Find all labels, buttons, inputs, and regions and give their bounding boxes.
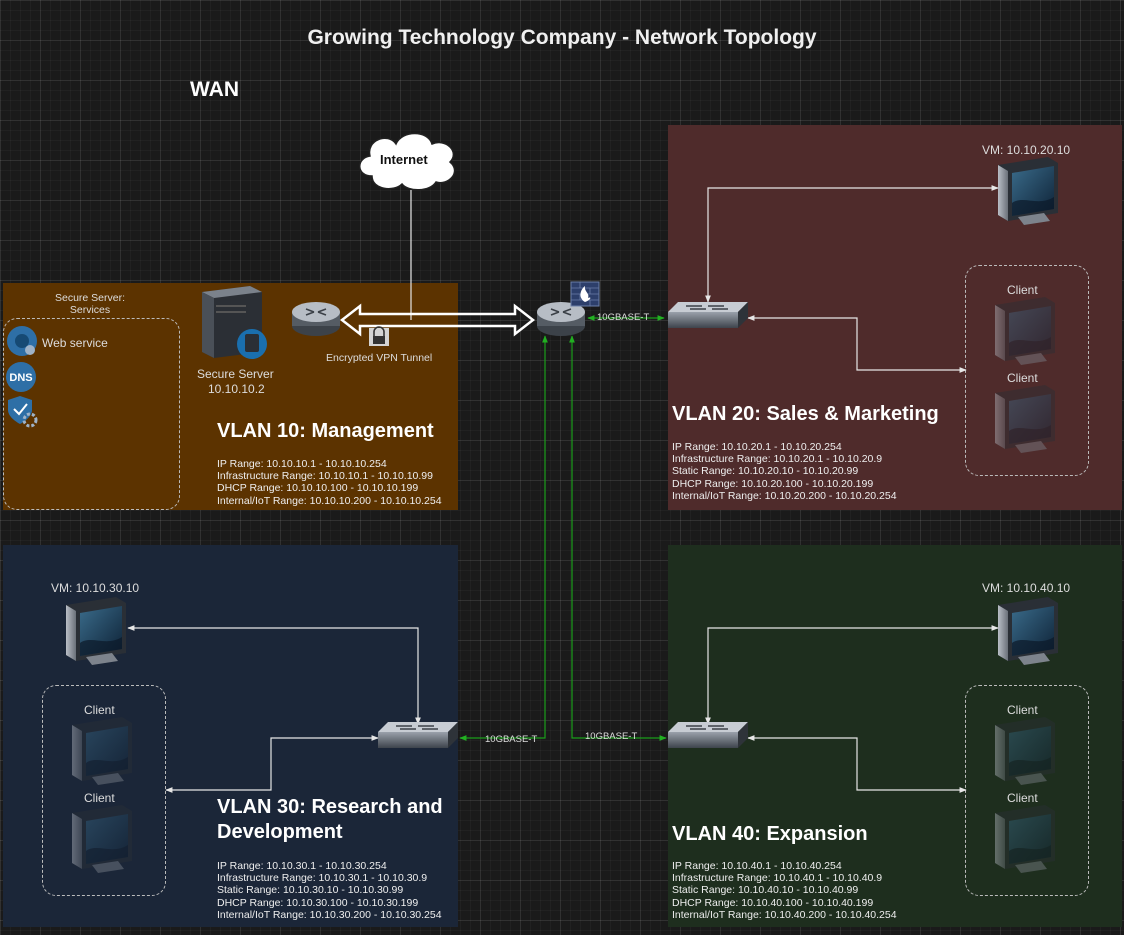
vlan20-iot-range: Internal/IoT Range: 10.10.20.200 - 10.10…: [672, 489, 897, 502]
services-title-line2: Services: [69, 304, 111, 316]
vlan20-ip-range: IP Range: 10.10.20.1 - 10.10.20.254: [672, 441, 842, 453]
vlan10-title: VLAN 10: Management: [217, 420, 434, 442]
vlan40-dhcp-range: DHCP Range: 10.10.40.100 - 10.10.40.199: [672, 896, 874, 909]
vlan40-ip-range: IP Range: 10.10.40.1 - 10.10.40.254: [672, 860, 842, 872]
vlan30-client-label: Client: [84, 791, 115, 805]
secure-server-ip: 10.10.10.2: [208, 382, 265, 396]
security-settings-icon: [8, 396, 38, 428]
link-speed-label: 10GBASE-T: [597, 312, 650, 323]
secure-server-name: Secure Server: [197, 367, 274, 381]
vlan10-ip-range: IP Range: 10.10.10.1 - 10.10.10.254: [217, 458, 387, 470]
vlan40-infra-range: Infrastructure Range: 10.10.40.1 - 10.10…: [672, 872, 883, 885]
vlan30-ip-range: IP Range: 10.10.30.1 - 10.10.30.254: [217, 860, 387, 872]
svg-text:DNS: DNS: [9, 372, 32, 384]
vlan40-client2-monitor-icon: [995, 805, 1055, 873]
vlan20-vm-monitor-icon: [998, 157, 1058, 225]
vlan20-client2-monitor-icon: [995, 385, 1055, 453]
vlan30-client-label: Client: [84, 703, 115, 717]
vlan10-info: IP Range: 10.10.10.1 - 10.10.10.254 Infr…: [217, 458, 442, 507]
vlan20-title: VLAN 20: Sales & Marketing: [672, 403, 939, 425]
services-group-title: Secure Server: Services: [40, 292, 140, 316]
vpn-label: Encrypted VPN Tunnel: [326, 352, 433, 364]
vlan40-client-label: Client: [1007, 791, 1038, 805]
vlan40-info: IP Range: 10.10.40.1 - 10.10.40.254 Infr…: [672, 860, 897, 921]
edge-router-icon: [291, 301, 341, 337]
vlan40-static-range: Static Range: 10.10.40.10 - 10.10.40.99: [672, 884, 859, 897]
vlan20-client-label: Client: [1007, 371, 1038, 385]
vlan30-title-line2: Development: [217, 821, 343, 843]
web-service-icon: [7, 326, 37, 356]
vlan30-infra-range: Infrastructure Range: 10.10.30.1 - 10.10…: [217, 872, 428, 885]
vlan20-dhcp-range: DHCP Range: 10.10.20.100 - 10.10.20.199: [672, 477, 874, 490]
link-speed-label: 10GBASE-T: [485, 734, 538, 745]
vlan30-client1-monitor-icon: [72, 717, 132, 785]
vlan30-iot-range: Internal/IoT Range: 10.10.30.200 - 10.10…: [217, 908, 442, 921]
internet-cloud-icon: [359, 132, 456, 191]
web-service-label: Web service: [42, 336, 108, 350]
lock-icon: [369, 326, 389, 346]
vlan40-title: VLAN 40: Expansion: [672, 823, 868, 845]
vlan20-vm-label: VM: 10.10.20.10: [982, 143, 1071, 157]
vlan20-client-label: Client: [1007, 283, 1038, 297]
vlan30-dhcp-range: DHCP Range: 10.10.30.100 - 10.10.30.199: [217, 896, 419, 909]
vlan30-vm-label: VM: 10.10.30.10: [51, 581, 140, 595]
vlan30-info: IP Range: 10.10.30.1 - 10.10.30.254 Infr…: [217, 860, 442, 921]
core-router-icon: [536, 301, 586, 337]
vlan20-infra-range: Infrastructure Range: 10.10.20.1 - 10.10…: [672, 453, 883, 466]
vlan30-title-line1: VLAN 30: Research and: [217, 796, 443, 818]
vlan40-client1-monitor-icon: [995, 717, 1055, 785]
vlan10-infra-range: Infrastructure Range: 10.10.10.1 - 10.10…: [217, 470, 433, 483]
vlan10-dhcp-range: DHCP Range: 10.10.10.100 - 10.10.10.199: [217, 482, 419, 495]
diagram-title: Growing Technology Company - Network Top…: [307, 26, 817, 49]
vlan30-client2-monitor-icon: [72, 805, 132, 873]
services-title-line1: Secure Server:: [54, 292, 126, 304]
vlan40-client-label: Client: [1007, 703, 1038, 717]
internet-label: Internet: [380, 152, 428, 167]
vlan20-switch-icon: [667, 301, 749, 329]
vlan30-static-range: Static Range: 10.10.30.10 - 10.10.30.99: [217, 884, 404, 897]
vlan30-switch-icon: [377, 721, 459, 749]
vlan30-title: VLAN 30: Research and Development: [217, 795, 443, 845]
vlan40-iot-range: Internal/IoT Range: 10.10.40.200 - 10.10…: [672, 908, 897, 921]
vlan10-iot-range: Internal/IoT Range: 10.10.10.200 - 10.10…: [217, 494, 442, 507]
firewall-icon: [570, 281, 600, 307]
services-group: [3, 318, 180, 510]
vlan40-vm-monitor-icon: [998, 597, 1058, 665]
secure-server-icon: [202, 286, 267, 359]
wan-label: WAN: [190, 78, 239, 101]
vlan20-client1-monitor-icon: [995, 297, 1055, 365]
vlan40-switch-icon: [667, 721, 749, 749]
dns-icon: DNS: [6, 362, 36, 392]
vlan30-vm-monitor-icon: [66, 597, 126, 665]
vlan40-vm-label: VM: 10.10.40.10: [982, 581, 1071, 595]
link-speed-label: 10GBASE-T: [585, 731, 638, 742]
vlan20-info: IP Range: 10.10.20.1 - 10.10.20.254 Infr…: [672, 441, 897, 502]
vlan20-static-range: Static Range: 10.10.20.10 - 10.10.20.99: [672, 465, 859, 478]
